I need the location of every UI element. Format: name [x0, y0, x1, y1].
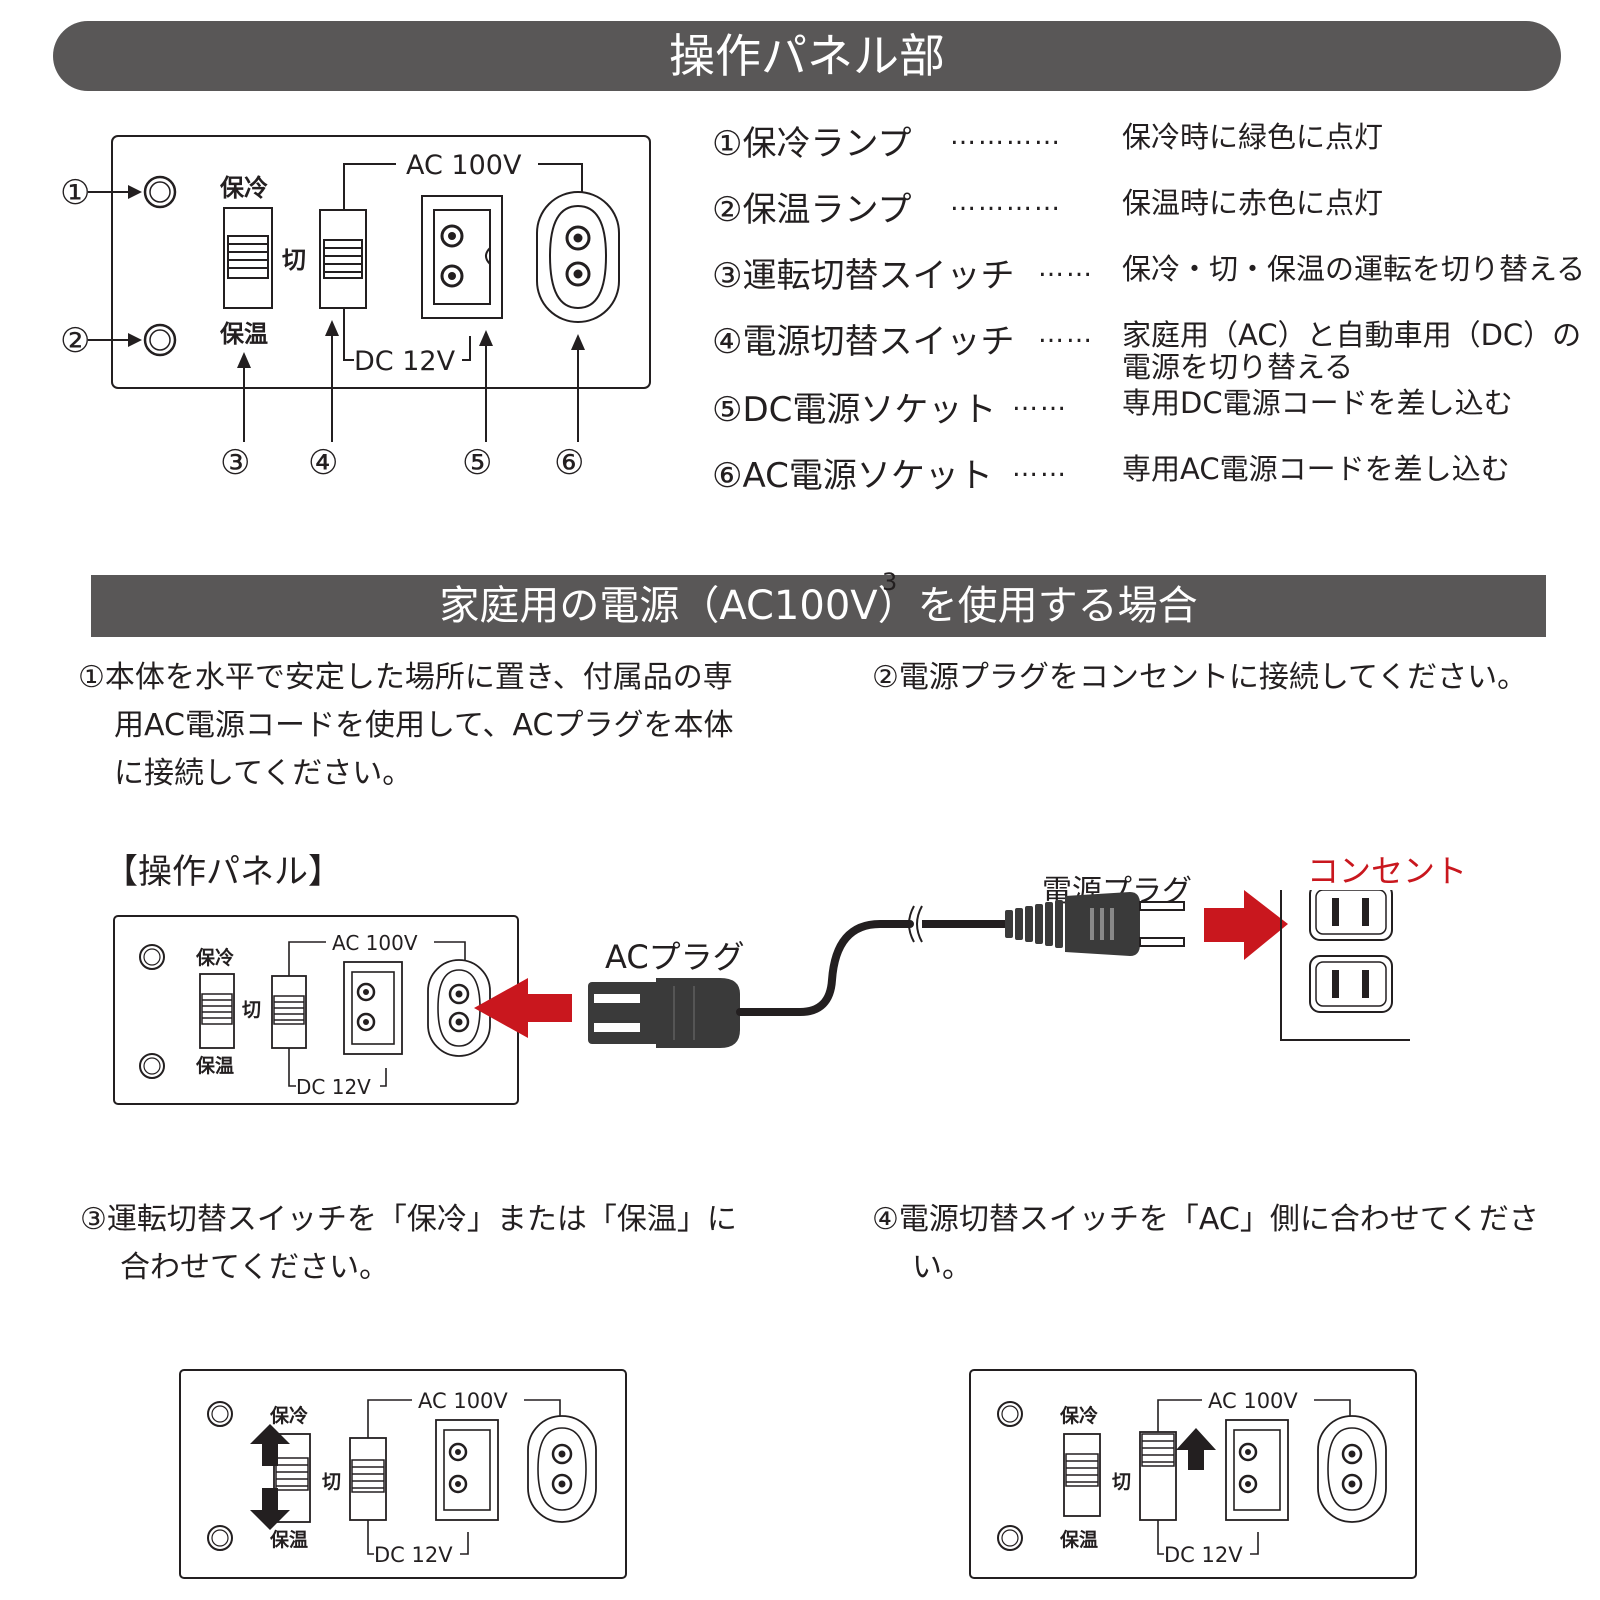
callout-4: ④ — [308, 443, 338, 483]
arrow-up-icon — [1176, 1428, 1216, 1470]
legend-name: ⑤DC電源ソケット — [712, 390, 997, 430]
label-ac100v: AC 100V — [332, 931, 418, 955]
step-4-line-2: い。 — [912, 1250, 972, 1285]
panel-title-label: 【操作パネル】 — [104, 852, 342, 892]
step-1-line-3: に接続してください。 — [114, 756, 413, 791]
callout-arrow-icon — [479, 330, 493, 346]
legend-desc: 専用AC電源コードを差し込む — [1122, 452, 1510, 486]
ac-socket-icon — [536, 191, 620, 323]
section-title-ac-usage: 家庭用の電源（AC100V）を使用する場合 — [91, 575, 1546, 637]
mode-switch-panel-diagram: 保冷 保温 切 AC 100V DC 12V — [179, 1369, 627, 1579]
section-title-text: 家庭用の電源（AC100V）を使用する場合 — [439, 583, 1198, 629]
power-plug-icon — [1005, 892, 1185, 956]
callout-arrow-icon — [128, 333, 142, 347]
ac-plug-label: ACプラグ — [605, 938, 745, 976]
label-warm: 保温 — [219, 320, 268, 348]
step-1-line-1: ①本体を水平で安定した場所に置き、付属品の専 — [78, 660, 733, 695]
leader-dots: …… — [1038, 319, 1094, 349]
leader-dots: …… — [1012, 387, 1068, 417]
arrow-up-icon — [250, 1424, 290, 1466]
wall-outlet-icon — [1280, 890, 1410, 1041]
callout-arrow-icon — [237, 352, 251, 368]
legend-name: ④電源切替スイッチ — [712, 322, 1015, 362]
label-cool: 保冷 — [269, 1404, 308, 1427]
step-4-line-1: ④電源切替スイッチを「AC」側に合わせてくださ — [872, 1202, 1539, 1237]
legend-desc: 保冷・切・保温の運転を切り替える — [1122, 252, 1586, 286]
legend-desc: 家庭用（AC）と自動車用（DC）の — [1122, 318, 1582, 352]
ac-plug-icon — [588, 978, 740, 1048]
label-dc12v: DC 12V — [296, 1075, 371, 1099]
label-ac100v: AC 100V — [418, 1389, 508, 1413]
legend-name: ①保冷ランプ — [712, 124, 912, 164]
arrow-down-icon — [250, 1488, 290, 1530]
callout-arrow-icon — [325, 320, 339, 336]
step-3-line-1: ③運転切替スイッチを「保冷」または「保温」に — [80, 1202, 737, 1237]
label-warm: 保温 — [1059, 1528, 1098, 1551]
label-warm: 保温 — [269, 1528, 308, 1551]
legend-name: ⑥AC電源ソケット — [712, 456, 993, 496]
label-off: 切 — [322, 1471, 341, 1493]
outlet-label: コンセント — [1307, 852, 1468, 890]
power-switch-panel-diagram: 保冷 保温 切 AC 100V DC 12V — [969, 1369, 1417, 1579]
control-panel-diagram: ① ② 保冷 保温 切 AC 100V DC 12V ③ ④ ⑤ — [60, 135, 651, 483]
label-dc12v: DC 12V — [374, 1543, 453, 1567]
label-cool: 保冷 — [195, 946, 234, 969]
superscript-mark: 3 — [882, 568, 898, 596]
switch-grip-icon — [227, 235, 269, 279]
label-ac100v: AC 100V — [1208, 1389, 1298, 1413]
callout-2: ② — [60, 321, 90, 361]
insert-arrow-icon — [474, 978, 572, 1038]
power-cord — [736, 920, 914, 1016]
switch-grip-icon — [323, 239, 363, 279]
legend-name: ②保温ランプ — [712, 190, 912, 230]
label-ac100v: AC 100V — [406, 150, 522, 181]
label-warm: 保温 — [195, 1054, 234, 1077]
label-dc12v: DC 12V — [1164, 1543, 1243, 1567]
leader-dots: …… — [1012, 453, 1068, 483]
leader-dots: …… — [1038, 253, 1094, 283]
panel-outline — [111, 135, 651, 389]
step-2-text: ②電源プラグをコンセントに接続してください。 — [872, 660, 1528, 695]
label-off: 切 — [1112, 1471, 1131, 1493]
ac-socket-icon — [527, 1415, 597, 1523]
label-cool: 保冷 — [219, 174, 268, 202]
step-1-line-2: 用AC電源コードを使用して、ACプラグを本体 — [114, 708, 734, 743]
label-dc12v: DC 12V — [354, 346, 456, 377]
section-title-control-panel: 操作パネル部 — [53, 21, 1561, 91]
cord-break-icon — [908, 905, 915, 943]
callout-6: ⑥ — [554, 443, 584, 483]
leader-dots: ………… — [950, 121, 1062, 151]
callout-3: ③ — [220, 443, 250, 483]
callout-arrow-icon — [571, 334, 585, 350]
leader-dots: ………… — [950, 187, 1062, 217]
legend-desc: 保温時に赤色に点灯 — [1122, 186, 1384, 220]
label-cool: 保冷 — [1059, 1404, 1098, 1427]
callout-5: ⑤ — [462, 443, 492, 483]
legend-desc-2: 電源を切り替える — [1122, 350, 1354, 384]
legend-name: ③運転切替スイッチ — [712, 256, 1015, 296]
legend-desc: 専用DC電源コードを差し込む — [1122, 386, 1513, 420]
plug-in-arrow-icon — [1204, 890, 1288, 960]
ac-socket-icon — [1317, 1415, 1387, 1523]
connection-illustration: 保冷 保温 切 AC 100V DC 12V — [113, 890, 1410, 1105]
step-3-line-2: 合わせてください。 — [120, 1250, 390, 1285]
label-off: 切 — [242, 999, 261, 1021]
legend-desc: 保冷時に緑色に点灯 — [1122, 120, 1384, 154]
callout-arrow-icon — [128, 185, 142, 199]
label-off: 切 — [282, 246, 306, 274]
callout-1: ① — [60, 173, 90, 213]
